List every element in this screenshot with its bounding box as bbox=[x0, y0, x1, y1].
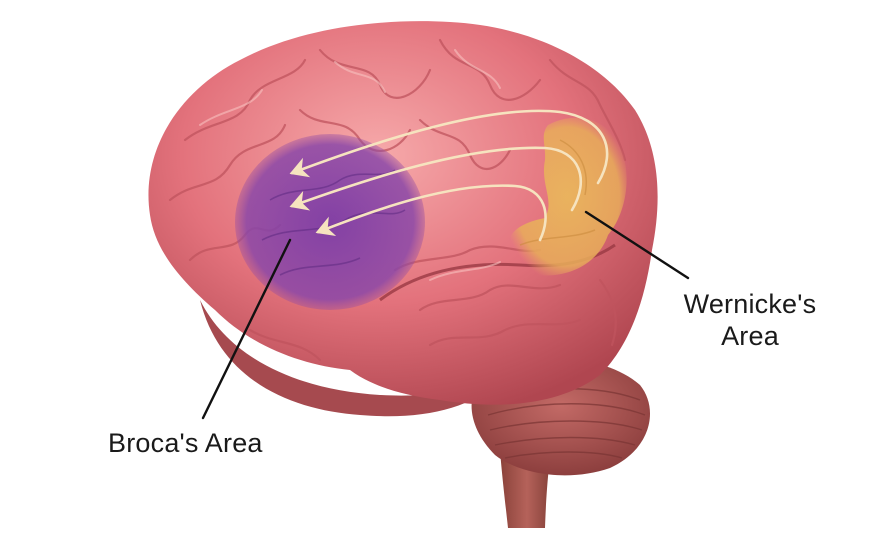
wernickes-area-label: Wernicke's Area bbox=[672, 288, 828, 352]
wernickes-pointer-line bbox=[584, 210, 690, 280]
brocas-pointer-line bbox=[201, 238, 292, 420]
wernickes-area-folds bbox=[519, 139, 596, 246]
arcuate-fasciculus-arrows bbox=[289, 109, 609, 242]
gyri-highlights bbox=[199, 49, 501, 281]
arrow-top bbox=[289, 109, 609, 185]
wernickes-area-region bbox=[507, 117, 627, 276]
wernickes-label-line1: Wernicke's bbox=[683, 289, 817, 319]
wernickes-label-line2: Area bbox=[721, 321, 779, 351]
arrow-bottom bbox=[315, 184, 547, 242]
brain-base bbox=[200, 300, 500, 417]
brocas-area-label: Broca's Area bbox=[108, 428, 263, 458]
arrow-middle bbox=[289, 146, 582, 212]
